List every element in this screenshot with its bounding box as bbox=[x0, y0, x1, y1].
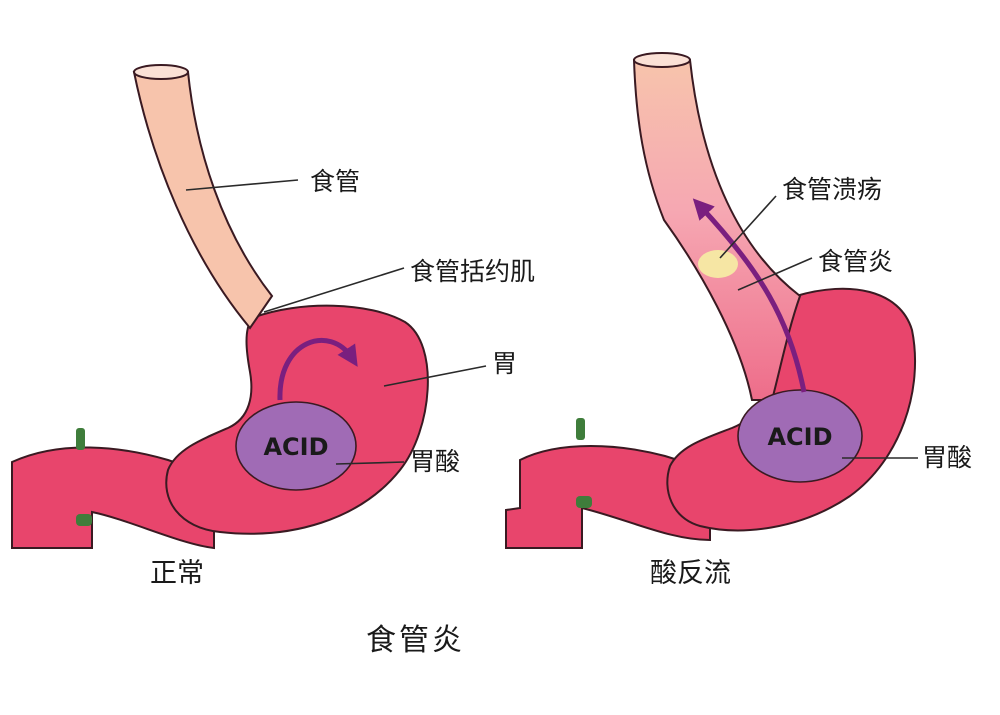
normal-caption: 正常 bbox=[150, 558, 204, 589]
normal-label-stomach: 胃 bbox=[492, 349, 517, 378]
reflux-acid-arrow bbox=[692, 198, 807, 393]
reflux-vessel-top bbox=[576, 418, 585, 440]
reflux-ulcer-spot bbox=[698, 250, 738, 278]
reflux-esophagus-opening bbox=[633, 52, 691, 68]
normal-esophagus bbox=[132, 71, 274, 330]
normal-leader-sphincter bbox=[263, 267, 405, 313]
normal-acid-text: ACID bbox=[263, 433, 328, 461]
reflux-esophagus bbox=[632, 59, 802, 401]
reflux-leader-ulcer bbox=[719, 195, 777, 259]
reflux-panel: ACID 食管溃疡 食管炎 胃酸 酸反流 bbox=[505, 52, 972, 589]
normal-vessel-bottom bbox=[76, 514, 92, 526]
normal-vessel-top bbox=[76, 428, 85, 450]
normal-esophagus-opening bbox=[133, 64, 189, 80]
reflux-duodenum bbox=[505, 445, 711, 549]
reflux-acid-pool bbox=[737, 389, 863, 483]
normal-leader-stomach bbox=[383, 365, 487, 387]
reflux-label-ulcer: 食管溃疡 bbox=[782, 175, 882, 204]
diagram-title: 食管炎 bbox=[366, 623, 465, 658]
normal-label-sphincter: 食管括约肌 bbox=[410, 257, 535, 286]
normal-leader-acid bbox=[335, 461, 405, 465]
normal-panel: ACID 食管 食管括约肌 胃 胃酸 正常 bbox=[11, 64, 535, 589]
normal-acid-arrow bbox=[277, 338, 358, 401]
normal-label-acid: 胃酸 bbox=[410, 447, 460, 476]
reflux-label-acid: 胃酸 bbox=[922, 443, 972, 472]
reflux-label-esophagitis: 食管炎 bbox=[818, 247, 893, 276]
normal-acid-pool bbox=[235, 401, 357, 491]
reflux-vessel-bottom bbox=[576, 496, 592, 508]
reflux-acid-text: ACID bbox=[767, 423, 832, 451]
normal-label-esophagus: 食管 bbox=[310, 167, 360, 196]
normal-leader-esophagus bbox=[185, 179, 299, 191]
reflux-caption: 酸反流 bbox=[650, 558, 731, 589]
normal-duodenum bbox=[11, 446, 215, 550]
reflux-leader-esophagitis bbox=[737, 257, 813, 291]
